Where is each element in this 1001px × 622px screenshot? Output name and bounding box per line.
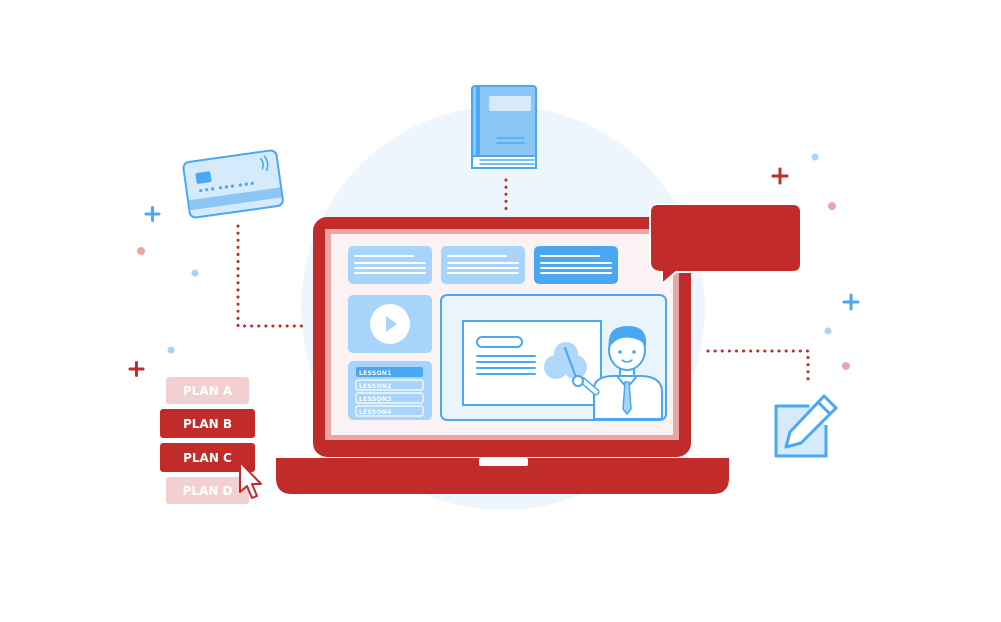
video-thumbnail[interactable] xyxy=(348,295,432,353)
course-card[interactable] xyxy=(348,246,432,284)
course-card-selected[interactable] xyxy=(534,246,618,284)
lesson-label: LESSON1 xyxy=(359,370,392,377)
dot xyxy=(824,327,832,335)
venn-graphic xyxy=(544,342,587,379)
laptop-notch xyxy=(479,458,528,466)
plus-icon xyxy=(842,293,860,311)
lecture-panel xyxy=(440,294,667,421)
plus-icon xyxy=(771,167,789,185)
edit-pencil-icon[interactable] xyxy=(774,394,838,458)
credit-card-icon xyxy=(182,149,284,219)
plus-icon xyxy=(128,361,145,377)
pointer-stick xyxy=(564,347,578,381)
lesson-label: LESSON3 xyxy=(359,396,392,403)
plan-c-button[interactable]: PLAN C xyxy=(160,443,255,472)
dot xyxy=(167,346,175,354)
plan-label: PLAN B xyxy=(183,417,232,431)
cursor-icon xyxy=(239,461,262,499)
lesson-item[interactable] xyxy=(356,367,423,377)
lesson-label: LESSON2 xyxy=(359,383,392,390)
card-connector xyxy=(236,224,308,328)
lessons-list: LESSON1 LESSON2 LESSON3 LESSON4 xyxy=(348,361,432,420)
plus-icon xyxy=(144,206,161,222)
dot xyxy=(842,362,850,370)
lesson-item[interactable] xyxy=(355,392,424,404)
edit-connector xyxy=(706,349,810,382)
plan-a-button[interactable]: PLAN A xyxy=(166,377,249,404)
dot xyxy=(811,153,819,161)
plan-label: PLAN A xyxy=(183,384,233,398)
book-icon xyxy=(471,85,537,169)
dot xyxy=(828,202,836,210)
dot xyxy=(191,269,199,277)
lesson-item[interactable] xyxy=(355,379,424,391)
lesson-item[interactable] xyxy=(355,405,424,417)
laptop-base xyxy=(276,458,729,494)
contactless-icon xyxy=(260,155,269,172)
plan-label: PLAN C xyxy=(183,451,232,465)
plan-d-button[interactable]: PLAN D xyxy=(166,477,249,504)
decorative-sparkles xyxy=(128,153,860,377)
plan-b-button[interactable]: PLAN B xyxy=(160,409,255,438)
course-card[interactable] xyxy=(441,246,525,284)
chat-bubble-icon xyxy=(649,203,802,287)
teacher-avatar-icon xyxy=(564,326,663,420)
dot xyxy=(137,247,145,255)
screen-cards xyxy=(348,246,618,284)
plan-label: PLAN D xyxy=(183,484,233,498)
dotted-connectors xyxy=(236,178,810,382)
plan-buttons: PLAN A PLAN B PLAN C PLAN D xyxy=(160,377,255,504)
lesson-label: LESSON4 xyxy=(359,409,392,416)
